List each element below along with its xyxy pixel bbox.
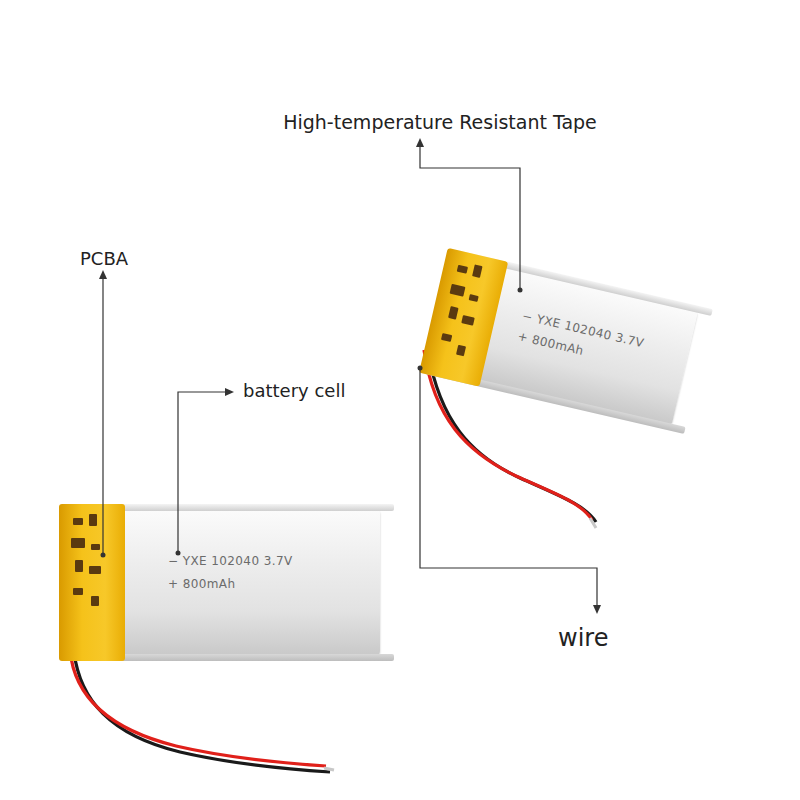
arrow-head — [99, 270, 107, 279]
pcb-component — [91, 596, 99, 606]
battery-marking: + 800mAh — [168, 577, 235, 591]
high-temperature-tape — [419, 248, 508, 387]
red-wire — [70, 650, 326, 766]
pcb-component — [75, 560, 83, 572]
arrow-head — [593, 605, 601, 614]
pcb-component — [441, 333, 452, 342]
battery-pouch: − YXE 102040 3.7V + 800mAh — [65, 510, 380, 655]
wire-tip — [590, 518, 596, 528]
pcb-component — [91, 544, 100, 550]
pcb-component — [73, 518, 83, 525]
pcb-component — [71, 538, 85, 548]
pcb-component — [469, 294, 479, 302]
battery-pouch: − YXE 102040 3.7V+ 800mAh — [426, 255, 698, 425]
pcb-component — [448, 306, 458, 319]
pcb-component — [89, 514, 97, 526]
wire-tip — [324, 768, 334, 770]
battery-marking: − YXE 102040 3.7V — [168, 554, 293, 568]
pcb-component — [457, 265, 468, 274]
callout-label: PCBA — [80, 248, 128, 269]
callout-label: battery cell — [243, 380, 345, 401]
pcb-component — [456, 345, 466, 357]
pcb-component — [472, 264, 482, 277]
pcb-component — [73, 588, 83, 595]
high-temperature-tape — [59, 504, 125, 661]
callout-label: High-temperature Resistant Tape — [283, 111, 597, 133]
black-wire — [74, 652, 330, 772]
arrow-head — [225, 388, 234, 396]
pcb-component — [450, 284, 466, 297]
pcb-component — [461, 315, 474, 325]
arrow-head — [416, 138, 424, 147]
callout-label: wire — [558, 624, 608, 652]
pcb-component — [89, 566, 101, 574]
